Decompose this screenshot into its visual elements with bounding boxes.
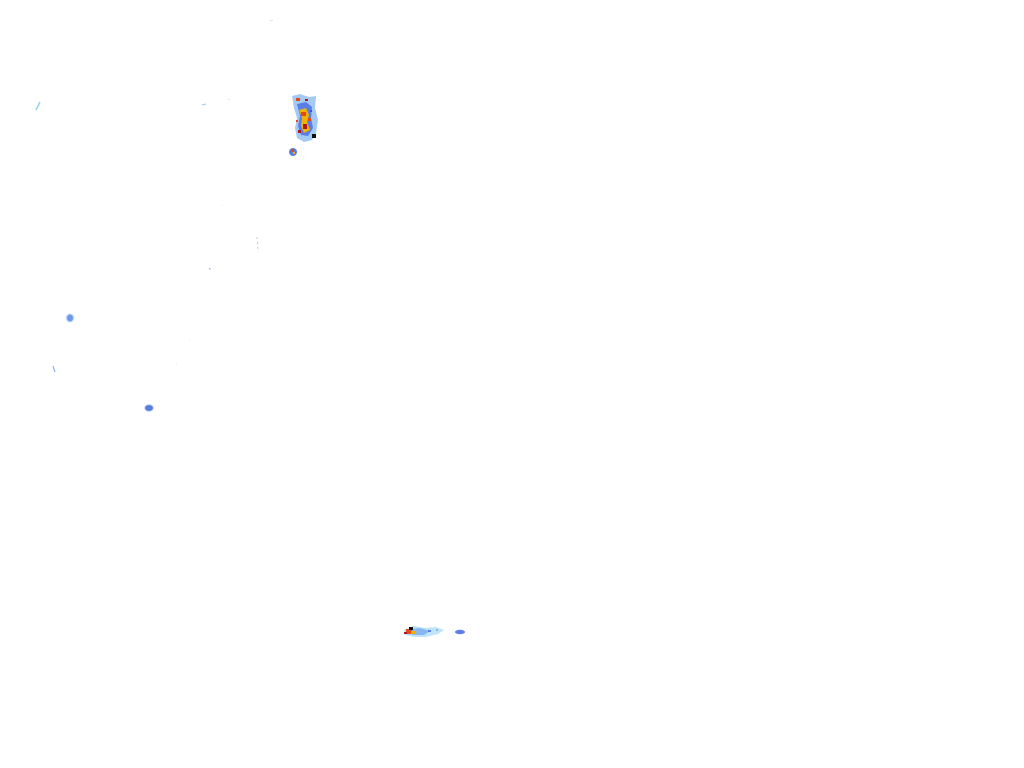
storm-satellite-core <box>293 152 295 154</box>
echo-speck <box>209 268 211 270</box>
rain-cell <box>145 405 153 411</box>
storm-cluster-north <box>289 94 318 156</box>
storm-core <box>312 134 316 138</box>
storm-core <box>301 112 306 116</box>
storm-cluster-south <box>404 626 465 637</box>
storm-speck <box>296 120 298 122</box>
storm-core <box>308 118 311 121</box>
storm-core <box>411 631 415 634</box>
rain-cell <box>455 629 465 635</box>
storm-speck <box>428 630 431 632</box>
echo-streak <box>35 101 41 111</box>
storm-core <box>305 99 308 101</box>
echo-streak <box>256 236 259 252</box>
rain-cell <box>67 314 73 322</box>
storm-satellite-core <box>291 149 294 152</box>
echo-speck <box>189 340 190 341</box>
storm-speck <box>436 629 438 631</box>
storm-core <box>303 124 307 129</box>
rain-cell-halo <box>65 313 75 323</box>
rain-cell-halo <box>144 404 154 412</box>
echo-speck <box>228 99 230 100</box>
storm-core <box>296 98 300 101</box>
echo-speck <box>222 205 223 206</box>
storm-core <box>298 130 301 133</box>
storm-core <box>404 632 407 634</box>
echo-streak <box>52 365 56 373</box>
echo-speck <box>176 363 177 364</box>
echo-streak <box>201 103 207 106</box>
echo-speck <box>270 20 273 21</box>
moderate-cells <box>65 313 154 412</box>
storm-speck <box>310 110 312 112</box>
storm-core <box>409 627 413 630</box>
light-echoes <box>35 20 273 373</box>
storm-core <box>406 629 412 634</box>
